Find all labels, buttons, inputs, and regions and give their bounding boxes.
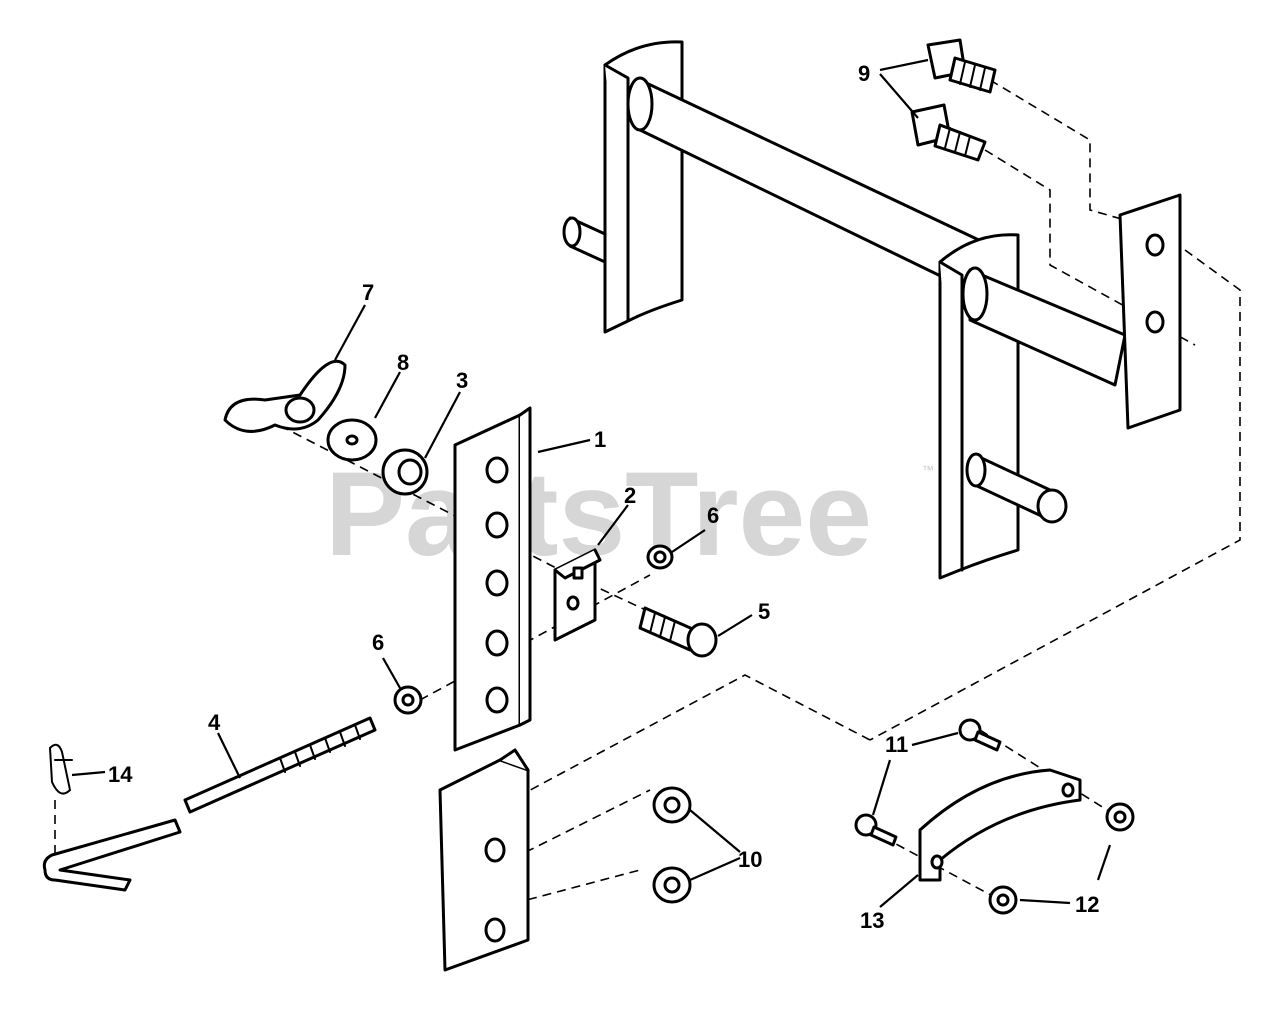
part-2-angle-bracket — [553, 548, 602, 642]
callout-5: 5 — [758, 599, 770, 624]
part-1-upper-bracket — [453, 406, 532, 752]
part-7-wing-handle — [223, 359, 347, 433]
callout-7: 7 — [362, 280, 374, 305]
leader-lines — [71, 58, 1112, 908]
part-11-screw-lower — [854, 813, 898, 847]
callout-9: 9 — [858, 61, 870, 86]
part-6-nut-lower — [393, 685, 423, 715]
part-14-hair-pin — [48, 743, 73, 795]
part-3-lock-nut — [381, 448, 429, 496]
part-12-nut-lower — [988, 885, 1018, 915]
part-11-screw-upper — [958, 718, 1002, 752]
part-8-washer — [326, 418, 378, 462]
part-10-nut-upper — [652, 786, 692, 824]
bolt-9-lower — [910, 103, 987, 162]
callout-8: 8 — [397, 350, 409, 375]
callout-3: 3 — [456, 368, 468, 393]
part-4-threaded-rod — [42, 716, 377, 892]
part-6-nut-upper — [646, 544, 674, 570]
callout-4: 4 — [208, 710, 221, 735]
lower-bracket — [438, 748, 530, 972]
callout-11: 11 — [885, 732, 908, 757]
frame-assembly — [562, 40, 1182, 580]
part-12-nut-right — [1105, 802, 1135, 832]
bolt-9-upper — [926, 38, 997, 94]
callout-10: 10 — [738, 847, 762, 872]
callout-14: 14 — [108, 762, 133, 787]
callout-labels: 7 8 3 1 2 6 5 6 4 14 9 10 11 12 13 — [108, 61, 1099, 933]
callout-6-lower: 6 — [372, 630, 384, 655]
part-5-carriage-bolt — [638, 606, 718, 658]
callout-6-upper: 6 — [707, 503, 719, 528]
callout-2: 2 — [624, 483, 636, 508]
part-13-curved-strap — [918, 768, 1082, 882]
watermark-trademark: ™ — [922, 463, 934, 477]
callout-1: 1 — [594, 427, 606, 452]
part-10-nut-lower — [652, 866, 692, 904]
callout-13: 13 — [860, 908, 884, 933]
callout-12: 12 — [1075, 892, 1099, 917]
